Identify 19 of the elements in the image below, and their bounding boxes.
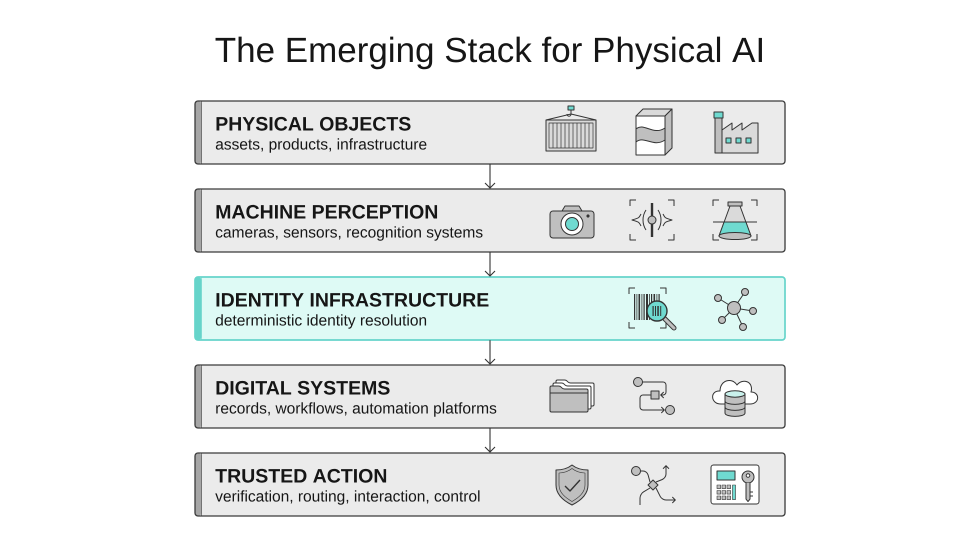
arrow [484,428,496,453]
layer-box [194,276,786,341]
arrow [484,252,496,277]
layer-title: DIGITAL SYSTEMS [216,380,390,395]
arrow [484,164,496,189]
layer-box [194,452,786,517]
layer-description: assets, products, infrastructure [216,138,426,153]
layer-description: records, workflows, automation platforms [216,402,496,417]
layer-box [194,364,786,429]
layer-title: IDENTITY INFRASTRUCTURE [216,292,488,307]
layer-box [194,188,786,253]
layer-description: cameras, sensors, recognition systems [216,226,482,241]
layer-title: TRUSTED ACTION [215,468,386,483]
arrow [484,340,496,365]
layer-title: PHYSICAL OBJECTS [216,116,411,131]
layer-description: verification, routing, interaction, control [215,490,480,505]
title: The Emerging Stack for Physical AI [216,36,762,70]
layer-description: deterministic identity resolution [216,314,426,329]
layer-title: MACHINE PERCEPTION [216,204,438,219]
